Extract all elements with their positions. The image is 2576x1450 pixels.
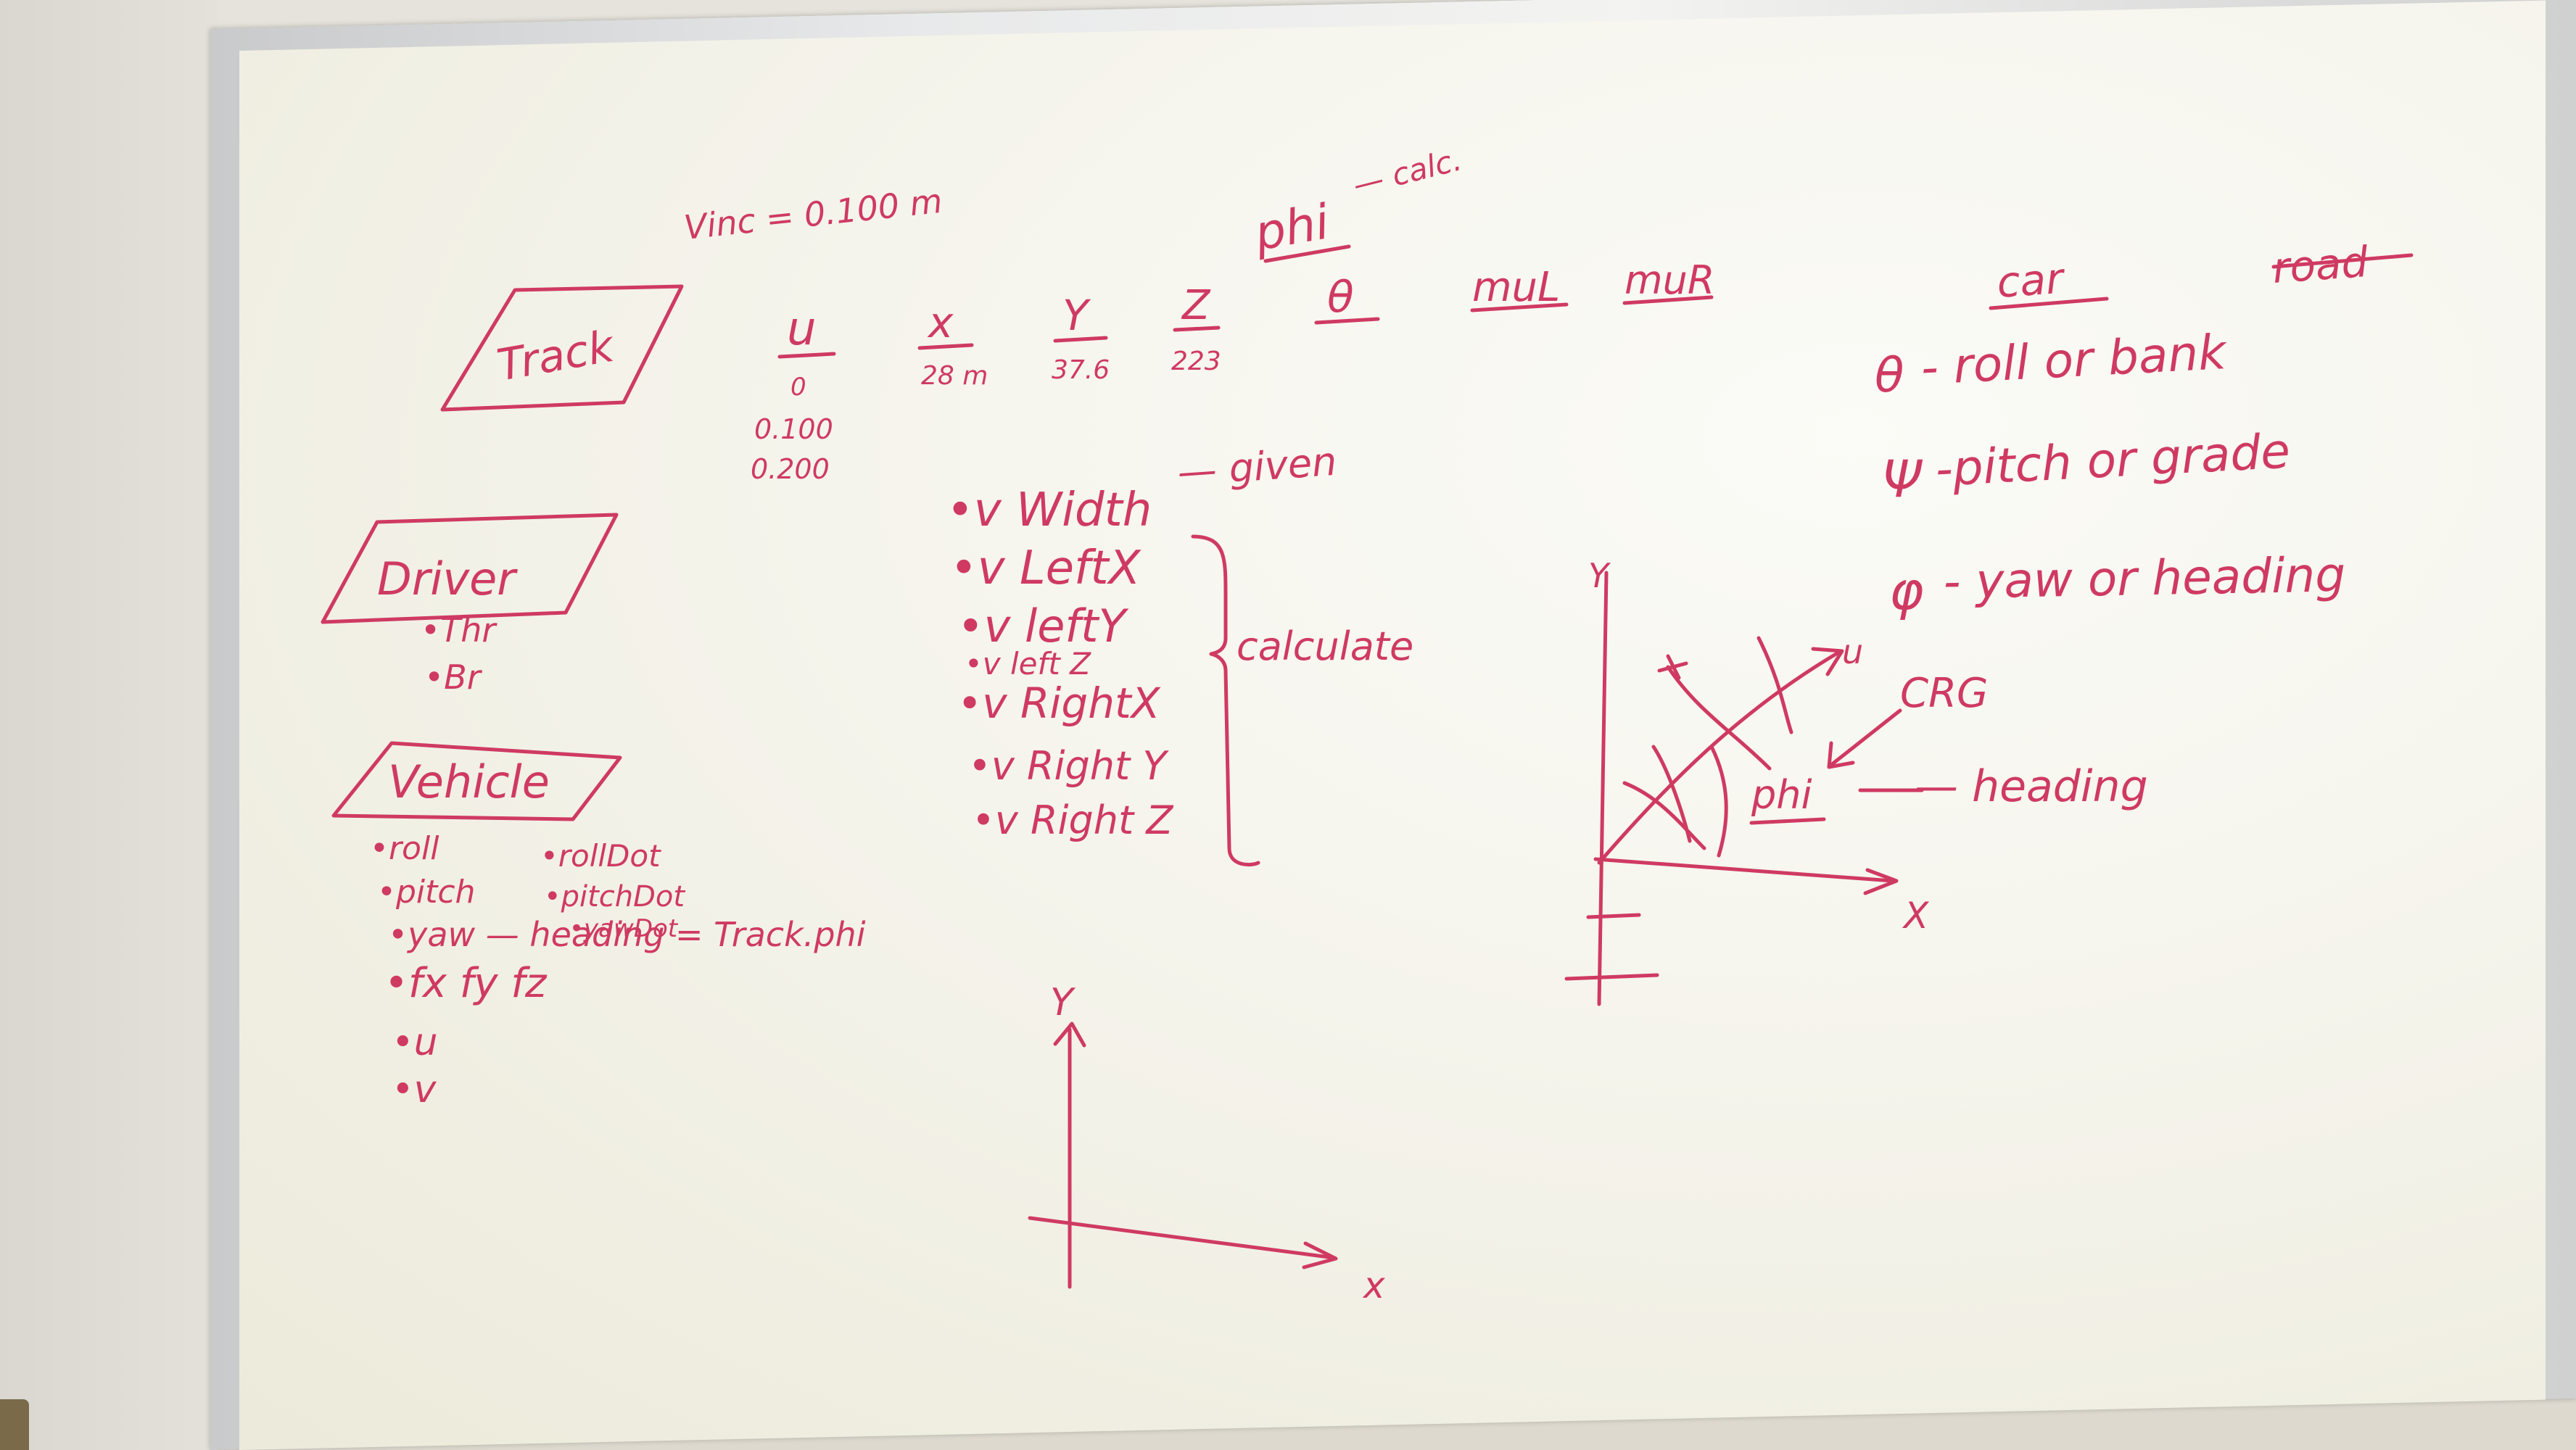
mur-underline	[1622, 295, 1714, 305]
col-u-value-2: 0.200	[751, 453, 830, 485]
small-diagram-x-label: x	[1362, 1264, 1385, 1306]
vehicle-item-0: •roll	[370, 830, 439, 867]
legend-symbol-1: Ψ	[1882, 450, 1923, 509]
heading-label: — heading	[1915, 761, 2148, 812]
driver-box	[321, 513, 619, 624]
right-diagram-u-label: u	[1842, 632, 1863, 671]
col-y-header: Y	[1062, 291, 1091, 340]
col-x-header: x	[927, 298, 954, 347]
field-given-0: •v Width	[946, 484, 1152, 537]
right-diagram-curve-2	[1622, 781, 1706, 850]
vehicle-item-3: •fx fy fz	[384, 960, 548, 1007]
vehicle-box	[331, 741, 622, 821]
track-box	[440, 284, 684, 412]
phi-header-underline	[1263, 244, 1351, 263]
track-label: Track	[493, 320, 619, 391]
col-z-underline	[1173, 326, 1221, 332]
theta-header: θ	[1327, 272, 1354, 323]
legend-text-1: -pitch or grade	[1934, 423, 2292, 497]
col-u-value-1: 0.100	[754, 413, 833, 445]
legend-car: car	[1995, 254, 2067, 307]
crg-label: CRG	[1900, 670, 1988, 717]
vehicle-item-1: •pitch	[377, 874, 475, 911]
legend-symbol-0: θ	[1875, 347, 1904, 403]
driver-item-0: •Thr	[421, 610, 498, 650]
right-diagram-y-axis	[1597, 571, 1609, 1006]
calculate-brace	[1191, 534, 1260, 867]
phi-label: phi	[1751, 772, 1812, 818]
right-diagram-tick-0	[1564, 973, 1659, 981]
legend-car-underline	[1989, 297, 2109, 310]
col-z-value: 223	[1171, 347, 1221, 376]
small-diagram-y-label: Y	[1050, 981, 1076, 1024]
right-diagram-curve-0	[1666, 665, 1772, 771]
wall	[0, 0, 218, 1450]
col-x-value: 28 m	[921, 361, 988, 391]
driver-item-1: •Br	[424, 658, 483, 697]
vehicle-label: Vehicle	[388, 755, 550, 808]
right-diagram-y-label: Y	[1588, 556, 1611, 595]
right-diagram-star	[1657, 654, 1688, 680]
mul-header: muL	[1472, 264, 1560, 311]
right-diagram-u-axis	[1597, 650, 1841, 865]
vehicle-item-4: •u	[392, 1021, 438, 1064]
legend-symbol-2: φ	[1889, 560, 1924, 621]
crg-arrow	[1829, 708, 1902, 767]
vehicle-item-right-2: •yawDot	[569, 914, 679, 943]
phi-underline	[1749, 817, 1826, 825]
corner-object	[0, 1399, 29, 1450]
col-u-header: u	[787, 302, 817, 356]
theta-underline	[1314, 317, 1380, 325]
col-y-value: 37.6	[1052, 355, 1110, 385]
col-x-underline	[917, 343, 974, 350]
vehicle-item-2: •yaw — heading = Track.phi	[388, 915, 866, 954]
right-diagram-x-axis	[1593, 857, 1895, 883]
field-calc-note: calculate	[1237, 624, 1413, 669]
phi-calc-note: — calc.	[1350, 141, 1466, 202]
vehicle-item-5: •v	[392, 1068, 437, 1111]
small-diagram-x-arrow	[1302, 1241, 1338, 1269]
col-u-underline	[777, 352, 836, 359]
right-diagram-tick-1	[1586, 913, 1641, 919]
small-diagram-y-arrow	[1053, 1022, 1086, 1048]
driver-label: Driver	[377, 552, 518, 605]
right-diagram-u-arrow	[1811, 647, 1844, 676]
col-y-underline	[1053, 336, 1108, 343]
field-calc-2: •v left Z	[965, 646, 1091, 682]
field-calc-1: •v leftY	[957, 600, 1128, 652]
mul-underline	[1470, 302, 1569, 312]
legend-text-0: - roll or bank	[1920, 324, 2229, 396]
vehicle-item-right-0: •rollDot	[540, 838, 661, 874]
crg-arrow-head	[1827, 741, 1855, 769]
field-calc-3: •v RightX	[957, 679, 1161, 728]
right-diagram-curve-1	[1756, 636, 1793, 734]
right-diagram-arc	[1709, 745, 1728, 858]
field-calc-0: •v LeftX	[950, 542, 1142, 595]
legend-road-overline	[2271, 253, 2414, 269]
right-diagram-curve-3	[1651, 745, 1692, 843]
legend-text-2: - yaw or heading	[1943, 547, 2346, 610]
col-u-value-0: 0	[790, 373, 806, 402]
field-given-note: — given	[1176, 439, 1339, 495]
col-z-header: Z	[1181, 282, 1211, 329]
mur-header: muR	[1625, 257, 1714, 303]
small-diagram-x-axis	[1028, 1216, 1337, 1260]
vehicle-item-right-1: •pitchDot	[544, 880, 685, 914]
vinc-note: Vinc = 0.100 m	[682, 181, 944, 247]
field-calc-4: •v Right Y	[968, 743, 1169, 789]
right-diagram-x-label: X	[1902, 895, 1930, 937]
right-diagram-x-arrow	[1863, 868, 1899, 895]
field-calc-5: •v Right Z	[972, 798, 1173, 843]
